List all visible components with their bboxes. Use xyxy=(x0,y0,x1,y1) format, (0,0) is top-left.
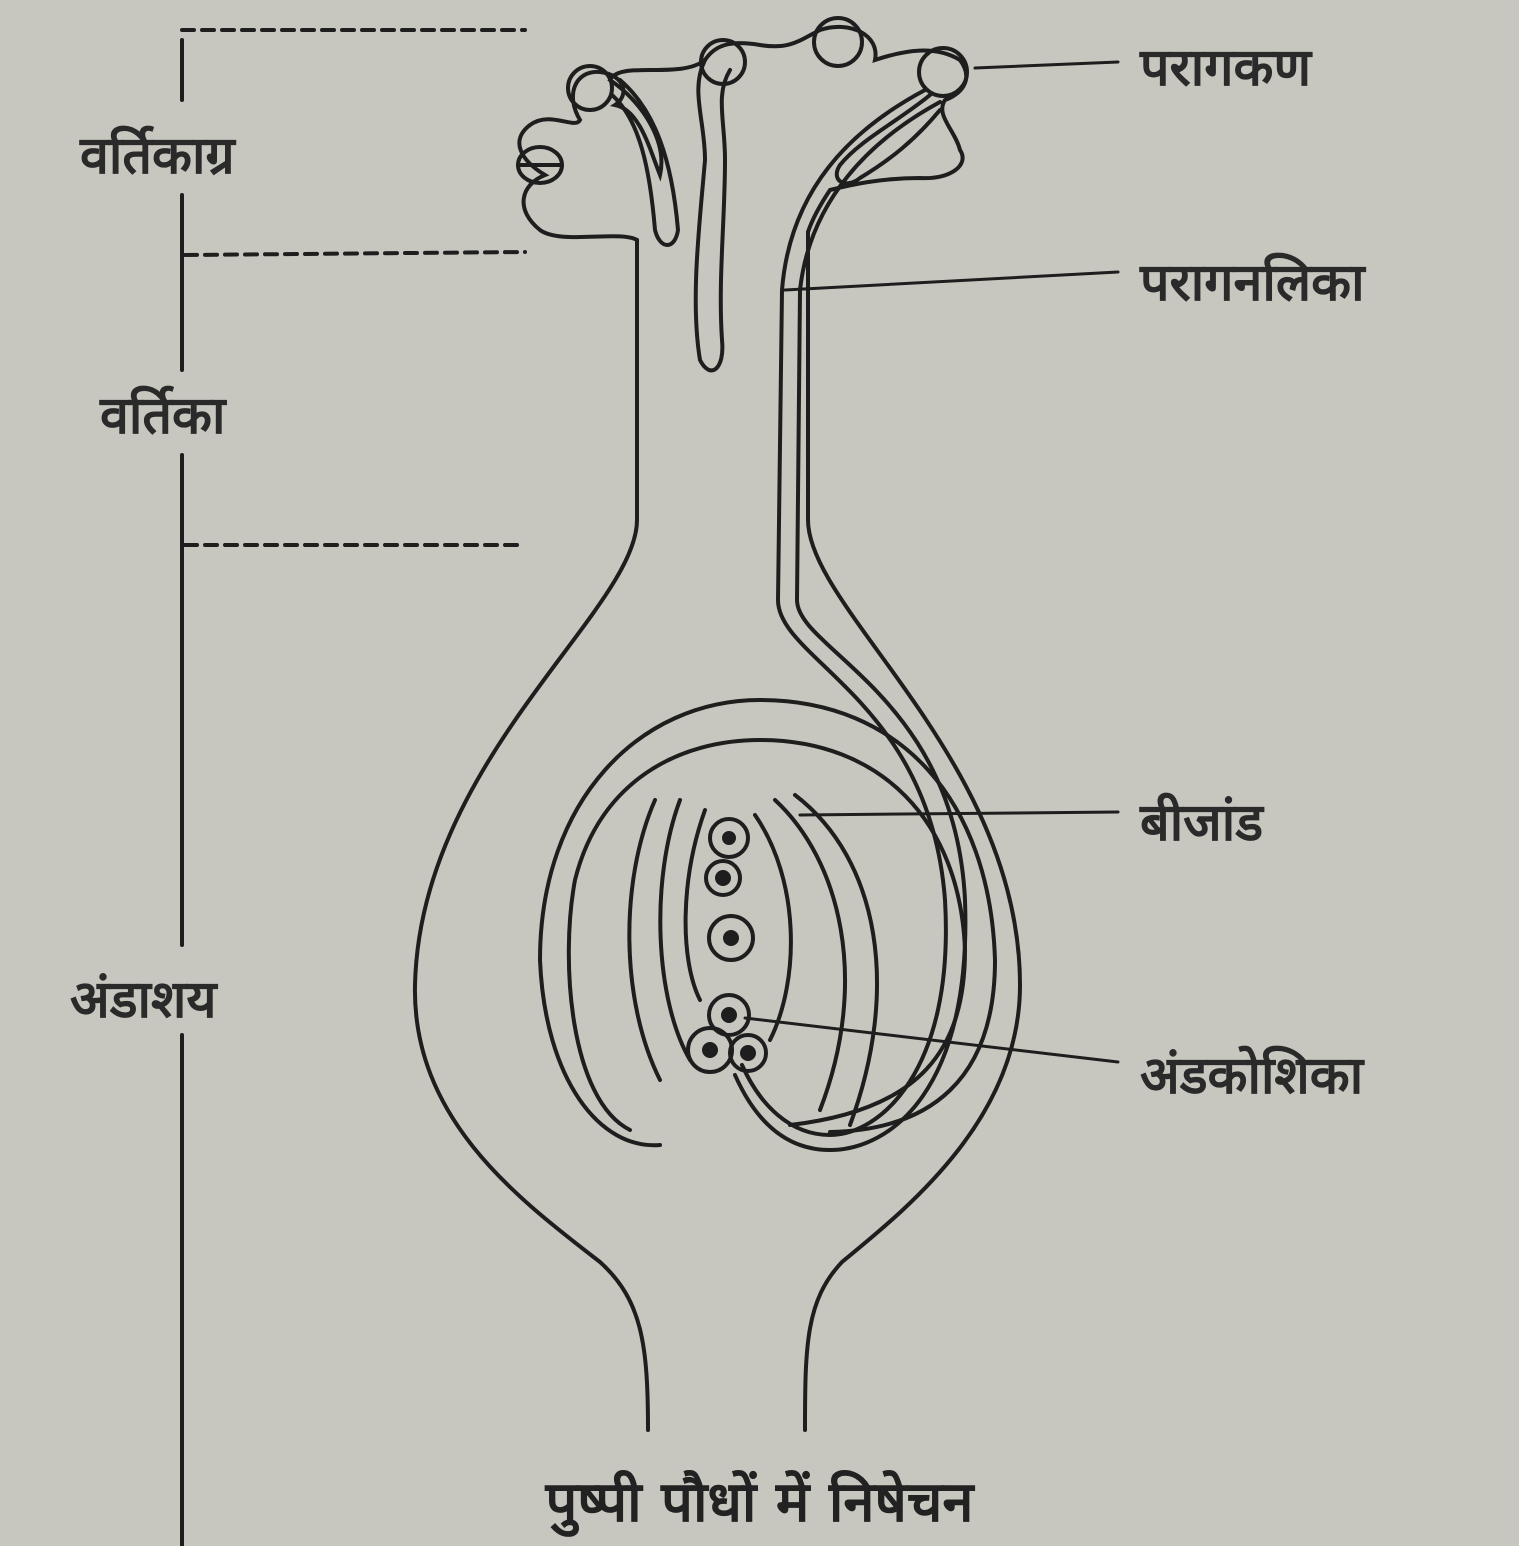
leader-line-pollen-tube xyxy=(783,270,1120,292)
leader-line-egg-cell xyxy=(743,1016,1120,1064)
stigma-lobes xyxy=(517,24,969,242)
leader-line-pollen-grain xyxy=(973,60,1120,70)
pistil-outline-left xyxy=(412,238,650,1432)
label-egg-cell: अंडकोशिका xyxy=(1140,1046,1364,1106)
pistil-outline-right xyxy=(803,230,1023,1432)
label-stigma: वर्तिकाग्र xyxy=(80,126,235,186)
label-pollen-grain: परागकण xyxy=(1140,38,1312,98)
label-ovary: अंडाशय xyxy=(70,970,217,1030)
stigma-finger xyxy=(693,58,732,373)
ovule xyxy=(537,697,998,1148)
stigma-finger xyxy=(834,93,942,186)
stigma-finger xyxy=(610,78,681,247)
label-ovule: बीजांड xyxy=(1140,793,1264,853)
leader-line-ovule xyxy=(798,810,1120,817)
pollen-tube xyxy=(733,100,968,1153)
embryo-sac-cells xyxy=(686,817,768,1074)
region-bracket xyxy=(180,28,527,1546)
diagram-caption: पुष्पी पौधों में निषेचन xyxy=(545,1470,974,1535)
label-pollen-tube: परागनलिका xyxy=(1140,253,1365,313)
label-style: वर्तिका xyxy=(100,386,226,446)
pollen-grains xyxy=(516,16,969,185)
